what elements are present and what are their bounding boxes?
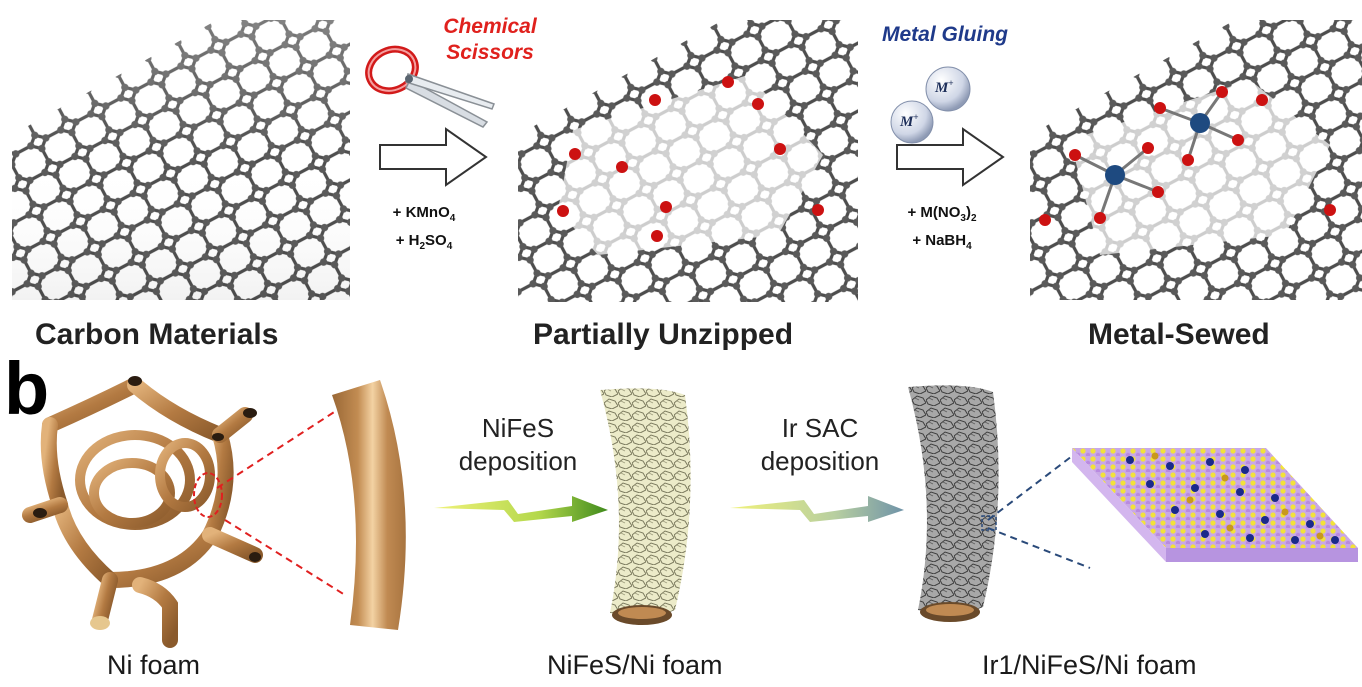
- carbon-nanotube-image: [12, 20, 350, 300]
- stage-label-ni-foam: Ni foam: [107, 650, 201, 680]
- atomic-lattice-image: [1072, 448, 1358, 562]
- process-arrow-1: [379, 127, 488, 187]
- stage-label-partially-unzipped: Partially Unzipped: [533, 318, 794, 351]
- chemical-scissors-label: Chemical Scissors: [415, 14, 565, 66]
- ni-strand-closeup: [332, 380, 406, 630]
- metal-ions-icon: [890, 66, 971, 144]
- partially-unzipped-tube-image: [518, 20, 858, 302]
- step2-line2: deposition: [760, 446, 880, 476]
- ion-label-1: M+: [935, 78, 954, 96]
- ni-foam-image: [22, 376, 263, 648]
- panel-letter-b: b: [4, 347, 50, 430]
- step1-line1: NiFeS: [481, 413, 555, 443]
- tool-line-1: Chemical: [443, 15, 537, 38]
- scissors-icon: [365, 45, 495, 128]
- tool-line-2: Scissors: [446, 41, 534, 64]
- process-arrow-2: [896, 127, 1005, 187]
- deposition-arrow-2: [730, 496, 904, 522]
- metal-sewed-tube-image: [1030, 20, 1362, 300]
- deposition-arrow-1: [434, 496, 608, 522]
- stage-label-nifes-ni-foam: NiFeS/Ni foam: [547, 650, 723, 680]
- ir-sac-deposition-label: Ir SAC deposition: [740, 412, 900, 478]
- reagents-step1: + KMnO4 + H2SO4: [392, 204, 456, 252]
- zoom-lines-left: [216, 404, 346, 596]
- step1-line2: deposition: [458, 446, 578, 476]
- zoom-lines-right: [981, 449, 1091, 569]
- stage-label-metal-sewed: Metal-Sewed: [1088, 318, 1270, 351]
- ion-label-2: M+: [900, 112, 919, 130]
- reagents-step2: + M(NO3)2 + NaBH4: [907, 204, 977, 252]
- stage-label-carbon-materials: Carbon Materials: [35, 318, 279, 351]
- ir-coated-strand-image: [908, 385, 999, 622]
- nifes-deposition-label: NiFeS deposition: [438, 412, 598, 478]
- stage-label-ir1-nifes-ni-foam: Ir1/NiFeS/Ni foam: [982, 650, 1197, 680]
- step2-line1: Ir SAC: [781, 413, 859, 443]
- nifes-coated-strand-image: [600, 388, 691, 625]
- metal-gluing-label: Metal Gluing: [882, 23, 1008, 46]
